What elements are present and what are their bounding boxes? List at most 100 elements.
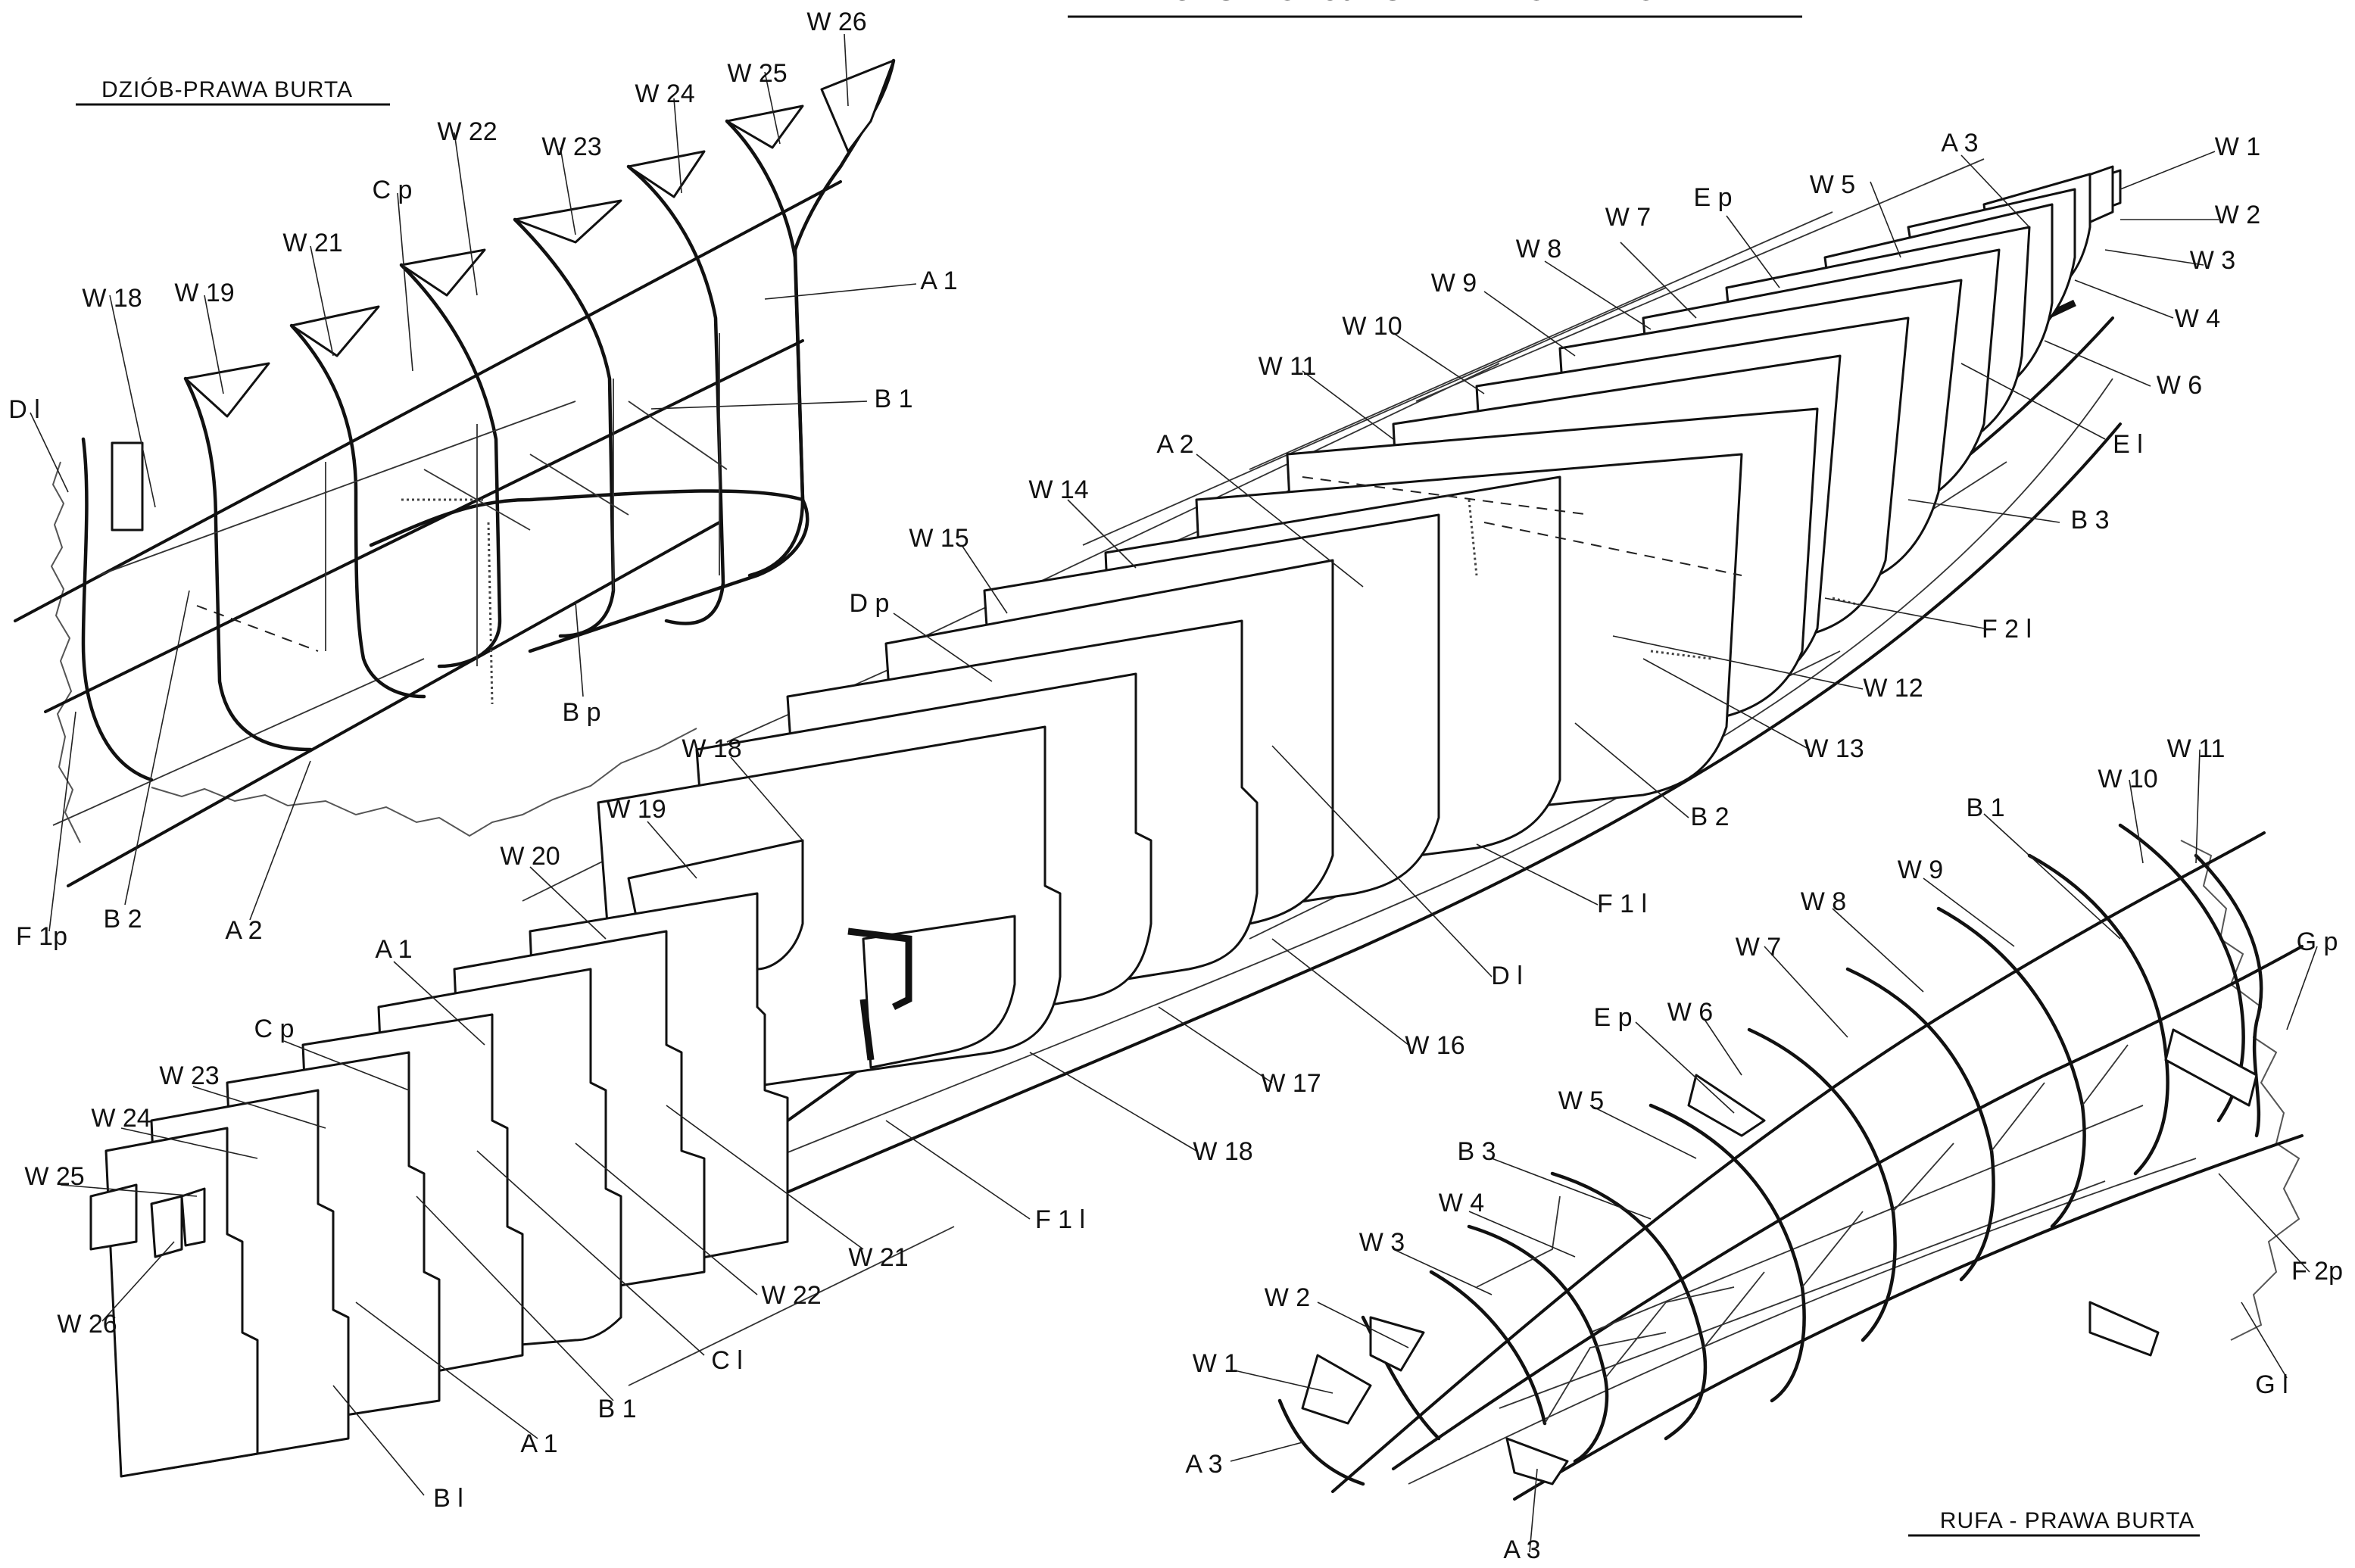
main-upper-labels: A 3 W 1 W 2 W 3 W 4 W 6 E l B 3 W 5 E p … — [850, 129, 2261, 1166]
main-label-b3: B 3 — [2070, 506, 2109, 535]
main-label-cp: C p — [254, 1015, 295, 1043]
main-label-dl: D l — [1491, 962, 1523, 990]
stern-label-w10: W 10 — [2098, 765, 2157, 793]
stern-label-gp: G p — [2297, 927, 2338, 956]
stern-label-gl: G l — [2255, 1370, 2288, 1399]
bow-frame-w24 — [626, 164, 725, 625]
bow-frame-w21 — [289, 323, 426, 699]
stern-label-b1: B 1 — [1966, 793, 2004, 822]
stern-panel: RUFA - PRAWA BURTA — [1185, 734, 2343, 1564]
bow-frame-w22 — [399, 263, 502, 669]
main-label-w6: W 6 — [2157, 371, 2202, 400]
bow-label-f1p: F 1p — [16, 922, 67, 951]
stern-frame-w6 — [1648, 1103, 1806, 1403]
stern-panel-caption: RUFA - PRAWA BURTA — [1940, 1508, 2194, 1533]
bow-broken-edge — [50, 461, 81, 843]
main-label-f1l: F 1 l — [1597, 890, 1647, 918]
main-label-a2: A 2 — [1156, 430, 1193, 459]
main-label-dp: D p — [850, 589, 890, 618]
bow-frame-w18-cut — [111, 441, 144, 531]
stern-frame-w1 — [1277, 1398, 1365, 1486]
bow-panel: DZIÓB-PRAWA BURTA — [8, 8, 957, 951]
stern-leaders — [1230, 749, 2318, 1553]
main-label-a1-lower: A 1 — [520, 1429, 557, 1458]
main-label-b2: B 2 — [1690, 803, 1729, 831]
stern-labels: W 11 W 10 B 1 W 9 W 8 W 7 G p E p W 6 W … — [1185, 734, 2343, 1564]
bow-label-bp: B p — [562, 698, 600, 727]
stern-broken-edge — [2180, 840, 2300, 1341]
stern-frame-w4 — [1467, 1224, 1609, 1464]
bow-label-w25: W 25 — [727, 59, 787, 88]
bow-frame-w25 — [725, 119, 805, 502]
bow-frame-w23 — [513, 217, 616, 638]
bow-broken-bottom — [151, 728, 697, 837]
stern-label-w4: W 4 — [1439, 1189, 1484, 1217]
bow-label-a1: A 1 — [920, 267, 957, 295]
main-label-a3: A 3 — [1941, 129, 1978, 157]
main-label-w25: W 25 — [24, 1162, 84, 1191]
stern-label-a3-lower: A 3 — [1503, 1535, 1540, 1564]
bow-label-w22: W 22 — [437, 117, 497, 146]
bow-frame-w18 — [81, 437, 154, 782]
bow-sheer-line — [14, 180, 842, 622]
bow-label-w23: W 23 — [541, 132, 601, 161]
main-hull-panel: A 3 W 1 W 2 W 3 W 4 W 6 E l B 3 W 5 E p … — [24, 129, 2260, 1513]
main-lower-labels: W 18 W 19 W 20 A 1 C p W 23 W 24 W 25 W … — [24, 734, 1085, 1513]
stern-longitudinal-b — [1392, 945, 2304, 1470]
main-label-w18-right: W 18 — [1193, 1137, 1252, 1166]
bow-panel-caption: DZIÓB-PRAWA BURTA — [101, 77, 353, 102]
bow-label-w24: W 24 — [635, 79, 694, 108]
stern-label-w8: W 8 — [1801, 887, 1846, 916]
stern-label-w3: W 3 — [1359, 1228, 1405, 1257]
stern-keel-line — [1513, 1134, 2304, 1501]
main-label-bl: B l — [433, 1484, 463, 1513]
stern-label-w11: W 11 — [2167, 734, 2226, 763]
main-label-w19: W 19 — [606, 795, 666, 824]
main-label-w21: W 21 — [848, 1243, 908, 1272]
main-label-w26: W 26 — [57, 1310, 117, 1339]
main-title-text: KONSTRUKCJA SZKIELETU KADŁUBA — [1150, 0, 1698, 7]
main-upper-frames — [597, 165, 2122, 1107]
stern-label-w7: W 7 — [1736, 933, 1781, 962]
stern-sheer-line — [1331, 831, 2266, 1493]
stern-label-w1: W 1 — [1193, 1349, 1238, 1378]
stern-label-f2p: F 2p — [2291, 1257, 2343, 1286]
bow-label-w19: W 19 — [174, 279, 234, 307]
main-label-f1l-lower: F 1 l — [1035, 1205, 1085, 1234]
main-label-w20: W 20 — [500, 842, 560, 871]
stern-frame-w10 — [2027, 853, 2169, 1176]
main-label-w23: W 23 — [159, 1061, 219, 1090]
bow-label-dl: D l — [8, 395, 40, 424]
main-label-w13: W 13 — [1804, 734, 1864, 763]
stern-label-b3: B 3 — [1457, 1137, 1496, 1166]
stern-frame-w8 — [1845, 967, 1995, 1282]
main-label-w2: W 2 — [2215, 201, 2260, 229]
bow-label-a2: A 2 — [225, 916, 262, 945]
main-label-w5: W 5 — [1810, 170, 1855, 199]
main-label-w14: W 14 — [1028, 475, 1088, 504]
main-label-w15: W 15 — [909, 524, 969, 553]
main-label-w9: W 9 — [1431, 269, 1477, 298]
bow-label-b1: B 1 — [874, 385, 912, 413]
main-label-b1: B 1 — [597, 1395, 636, 1423]
main-label-w18-left: W 18 — [682, 734, 741, 763]
stern-frame-w3 — [1429, 1270, 1547, 1426]
main-label-w17: W 17 — [1261, 1069, 1321, 1098]
main-label-w3: W 3 — [2190, 246, 2235, 275]
main-lower-leaders — [60, 756, 1031, 1496]
main-label-w1: W 1 — [2215, 132, 2260, 161]
bow-keel-line — [67, 521, 721, 887]
main-label-el: E l — [2113, 430, 2143, 459]
main-leaders — [893, 151, 2219, 1152]
main-label-w24: W 24 — [91, 1104, 151, 1133]
main-label-w7: W 7 — [1605, 203, 1651, 232]
stern-label-w5: W 5 — [1558, 1086, 1604, 1115]
main-label-cl: C l — [711, 1346, 743, 1375]
stern-frame-w7 — [1747, 1027, 1897, 1342]
main-label-w11: W 11 — [1259, 352, 1317, 381]
stern-label-w6: W 6 — [1667, 998, 1713, 1027]
main-label-w16: W 16 — [1405, 1031, 1464, 1060]
stern-label-ep: E p — [1593, 1003, 1632, 1032]
bow-label-w26: W 26 — [806, 8, 866, 36]
